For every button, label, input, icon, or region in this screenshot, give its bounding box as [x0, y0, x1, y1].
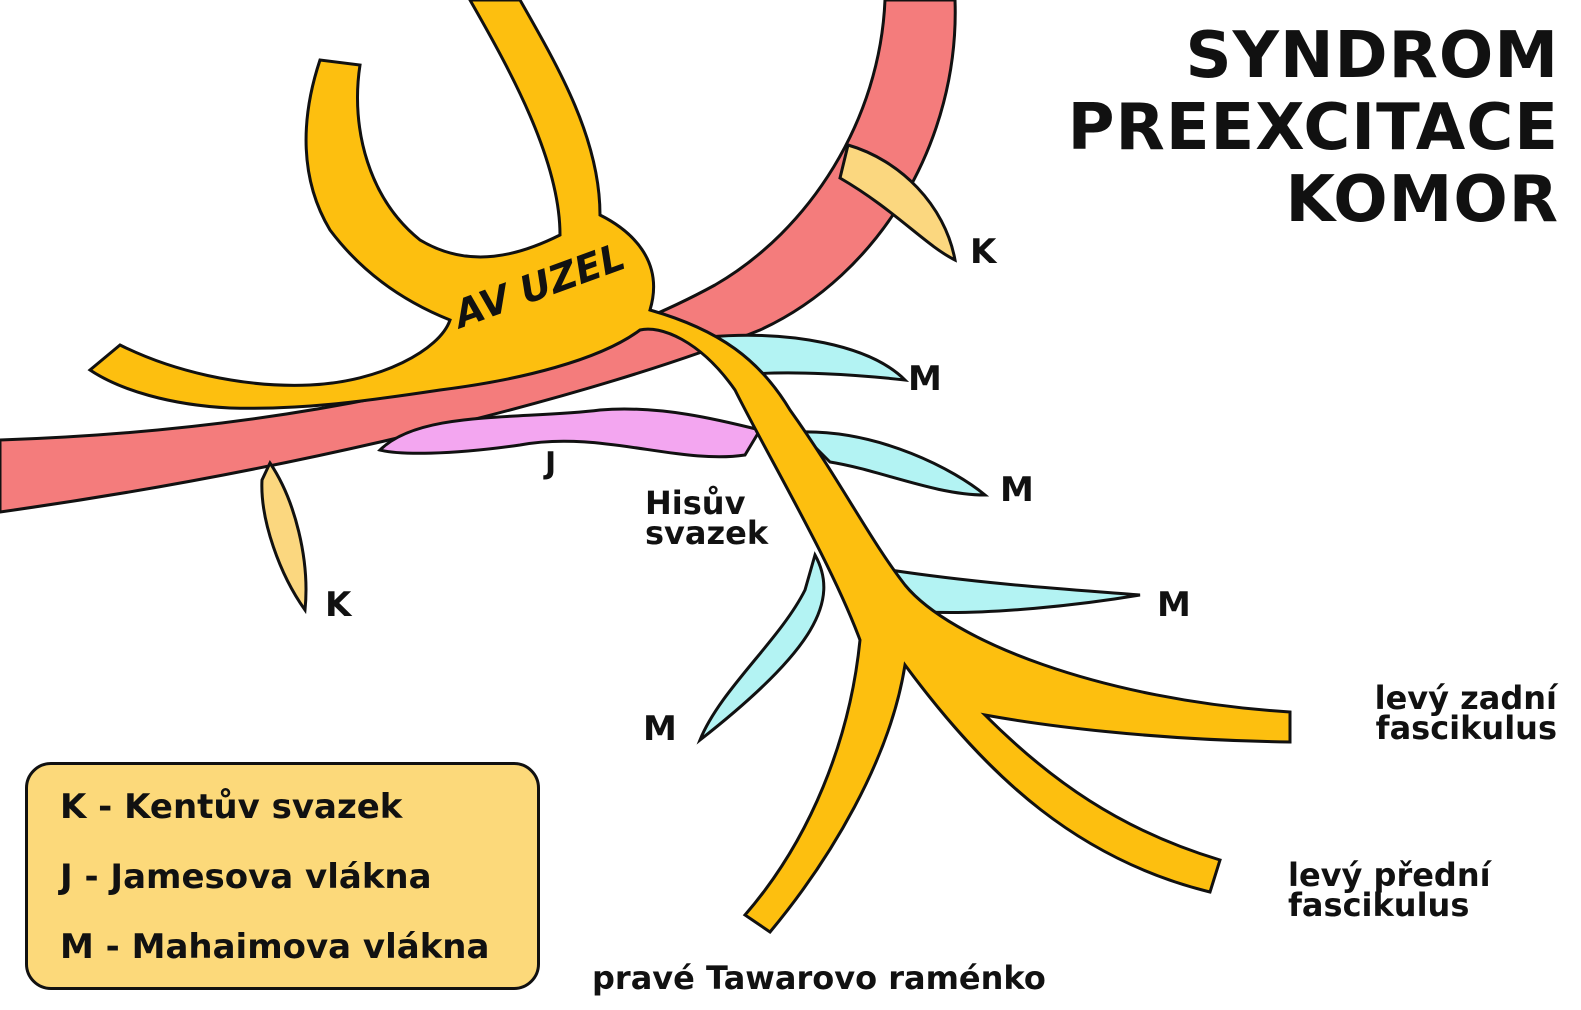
diagram-title: SYNDROM PREEXCITACE KOMOR [1068, 20, 1559, 236]
legend-item-kent: K - Kentův svazek [60, 787, 402, 827]
left-anterior-fascicle-label: levý přední fascikulus [1288, 860, 1491, 920]
mahaim-label-4: M [643, 712, 677, 746]
title-line-2: PREEXCITACE [1068, 92, 1559, 164]
legend-box: K - Kentův svazek J - Jamesova vlákna M … [25, 762, 540, 990]
title-line-3: KOMOR [1068, 164, 1559, 236]
right-bundle-branch-label: pravé Tawarovo raménko [592, 963, 1046, 993]
legend-item-mahaim: M - Mahaimova vlákna [60, 927, 489, 967]
mahaim-label-3: M [1157, 588, 1191, 622]
left-anterior-line-2: fascikulus [1288, 890, 1491, 920]
kent-label-left: K [325, 588, 351, 622]
james-label: J [545, 447, 556, 481]
kent-bundle-left [262, 463, 306, 610]
kent-label-top: K [970, 235, 996, 269]
left-posterior-line-2: fascikulus [1375, 713, 1557, 743]
mahaim-fiber-4 [700, 555, 824, 740]
left-posterior-fascicle-label: levý zadní fascikulus [1375, 683, 1557, 743]
his-bundle-label: Hisův svazek [645, 488, 768, 548]
his-label-line-2: svazek [645, 518, 768, 548]
legend-item-james: J - Jamesova vlákna [60, 857, 432, 897]
mahaim-label-2: M [1000, 473, 1034, 507]
mahaim-label-1: M [908, 362, 942, 396]
title-line-1: SYNDROM [1068, 20, 1559, 92]
